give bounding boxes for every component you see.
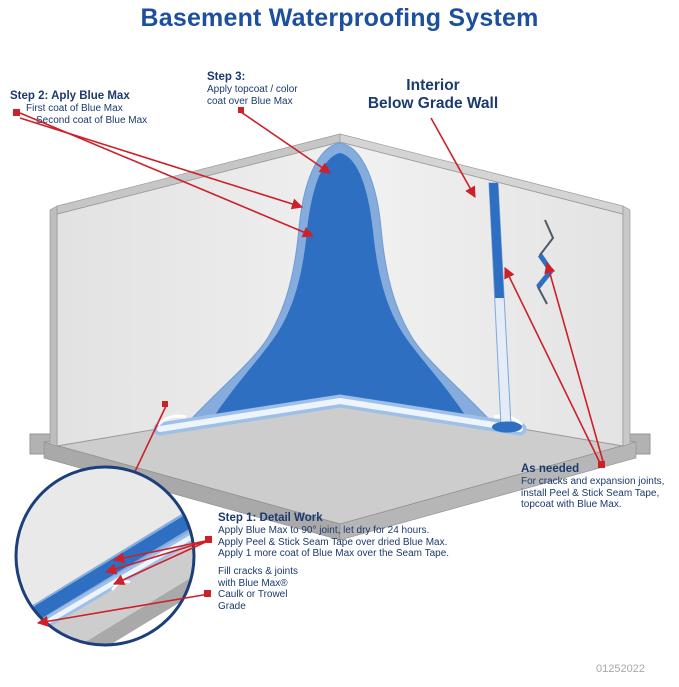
fill-line3: Caulk or Trowel — [218, 589, 288, 600]
step2-label: Step 2: Aply Blue Max First coat of Blue… — [10, 90, 147, 126]
seam-tape-coated — [489, 183, 504, 298]
step2-arrow-second-coat — [19, 112, 315, 238]
left-wall-end-edge — [49, 205, 58, 447]
interior-line1: Interior — [406, 77, 460, 94]
slab-edge-right — [339, 441, 637, 541]
step2-line2: Second coat of Blue Max — [36, 114, 148, 126]
as-needed-arrow-crack — [544, 261, 605, 466]
step3-heading: Step 3: — [207, 71, 246, 83]
as-needed-line3: topcoat with Blue Max. — [521, 499, 622, 510]
base-flange — [157, 398, 523, 432]
fill-dot — [204, 590, 211, 597]
page-title: Basement Waterproofing System — [140, 4, 539, 32]
fill-line4: Grade — [218, 600, 246, 612]
fill-label: Fill cracks & joints with Blue Max® Caul… — [218, 566, 298, 612]
interior-arrow — [430, 117, 476, 198]
step1-arrow-3 — [112, 539, 211, 585]
step1-arrow-1 — [112, 539, 211, 564]
blue-max-coating — [153, 142, 527, 436]
detail-annotation-arrows — [36, 539, 211, 627]
step1-line1: Apply Blue Max to 90° joint, let dry for… — [218, 525, 430, 536]
detail-circle-ring — [14, 465, 196, 647]
step2-heading: Step 2: Aply Blue Max — [10, 90, 130, 102]
detail-callout-dot — [162, 401, 168, 407]
step1-label: Step 1: Detail Work Apply Blue Max to 90… — [218, 512, 449, 560]
step1-heading: Step 1: Detail Work — [218, 512, 323, 524]
step3-arrow — [240, 111, 331, 174]
document-number: 01252022 — [596, 663, 645, 675]
as-needed-arrow-tape — [504, 266, 602, 466]
as-needed-dot — [598, 461, 605, 468]
as-needed-label: As needed For cracks and expansion joint… — [521, 463, 673, 511]
right-wall-end-edge — [622, 205, 631, 447]
fill-line1: Fill cracks & joints — [218, 566, 299, 577]
seam-tape — [488, 182, 522, 433]
as-needed-heading: As needed — [521, 463, 580, 475]
interior-line2: Below Grade Wall — [367, 95, 499, 112]
step2-dot — [13, 109, 20, 116]
step2-line1: First coat of Blue Max — [26, 103, 123, 114]
blue-max-second-coat — [211, 153, 469, 421]
annotation-dots — [13, 107, 605, 468]
detail-caulk-marker — [24, 620, 30, 626]
interior-wall-label: Interior Below Grade Wall — [347, 77, 519, 113]
step1-line3: Apply 1 more coat of Blue Max over the S… — [218, 548, 450, 559]
caulk-bead-left — [156, 414, 187, 427]
fill-line2: with Blue Max® — [218, 577, 288, 589]
detail-annotation-dots — [204, 536, 212, 597]
step3-label: Step 3: Apply topcoat / color coat over … — [207, 71, 298, 107]
as-needed-line2: install Peel & Stick Seam Tape, — [521, 487, 660, 499]
detail-caulk-bead — [23, 623, 37, 637]
step3-dot — [238, 107, 244, 113]
step1-arrow-2 — [104, 539, 211, 575]
step3-line1: Apply topcoat / color — [207, 84, 298, 95]
seam-tape-base-patch — [492, 421, 522, 433]
detail-slab-edge — [16, 566, 194, 645]
step1-line2: Apply Peel & Stick Seam Tape over dried … — [218, 536, 448, 548]
fill-arrow — [36, 593, 210, 627]
step3-line2: coat over Blue Max — [207, 95, 293, 107]
step1-dot — [205, 536, 212, 543]
as-needed-line1: For cracks and expansion joints, — [521, 476, 665, 487]
